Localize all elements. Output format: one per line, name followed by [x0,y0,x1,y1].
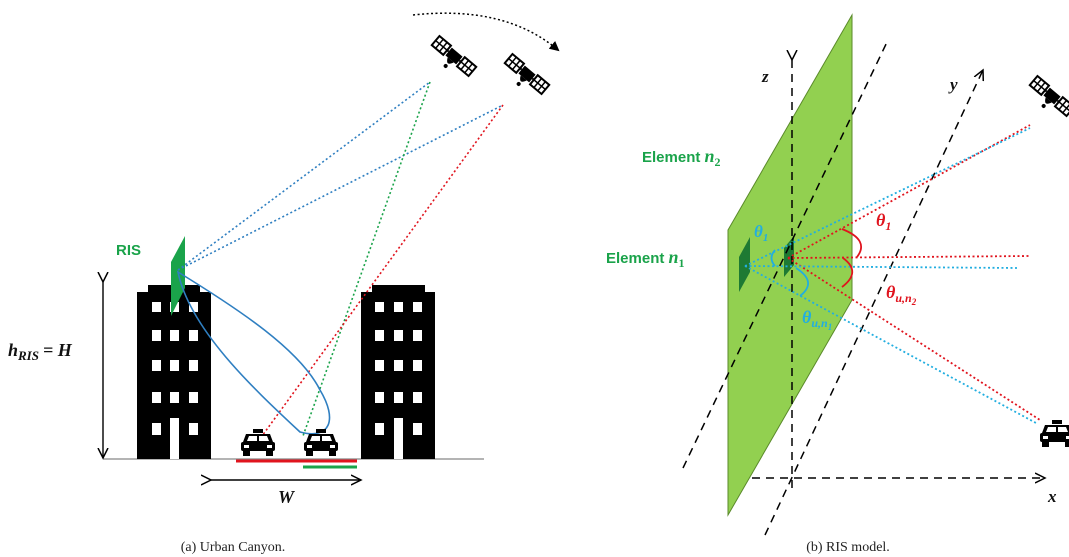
caption-b: (b) RIS model. [806,540,890,555]
satellite-icon [424,34,478,84]
caption-a: (a) Urban Canyon. [181,540,286,555]
red-ray-to-car [787,257,1041,421]
element-n1-patch [739,237,750,292]
ris-beam-lobe [176,270,331,435]
axis-y-line [764,70,983,536]
plane-dashed-line [682,39,889,469]
ris-panel [171,236,185,316]
theta-u-n1-label: θu,n1 [802,307,832,332]
building-icon [361,285,435,459]
ris-to-sat1-path [177,81,431,271]
theta-u-n2-label: θu,n2 [886,282,917,307]
car-icon [1040,420,1069,447]
building-icon [137,285,211,459]
axis-x-label: x [1047,487,1057,506]
sat2-to-car-red-path [261,104,504,437]
axis-z-label: z [761,67,769,86]
axis-y-label: y [948,75,958,94]
height-label: hRIS= H [8,340,73,363]
theta1-blue-label: θ1 [754,222,768,244]
element-n1-label: Element n1 [606,247,685,270]
theta-u-n1-blue-arc [795,267,809,297]
car-icon [241,429,275,456]
cyan-ray-to-car [744,265,1037,424]
theta-u-n2-red-arc [841,257,854,288]
satellite-motion-arrow [412,12,560,52]
cyan-ray-normal [744,265,1019,269]
theta1-red-arc [841,228,862,258]
ris-to-sat2-path [177,104,504,271]
satellite-icon [497,52,551,102]
width-label: W [278,487,296,507]
element-n2-label: Element n2 [642,146,721,169]
satellite-icon [1022,74,1069,124]
cyan-ray-to-satellite [744,127,1031,267]
panel-urban-canyon: hRIS= H W RIS (a) Urban Canyon. [8,12,560,555]
panel-ris-model: z y x Element n2 Element n1 θ1 θ1 θu,n2 … [606,13,1069,555]
theta1-blue-arc [770,249,776,267]
theta1-red-label: θ1 [876,210,891,233]
ris-label: RIS [116,242,141,259]
